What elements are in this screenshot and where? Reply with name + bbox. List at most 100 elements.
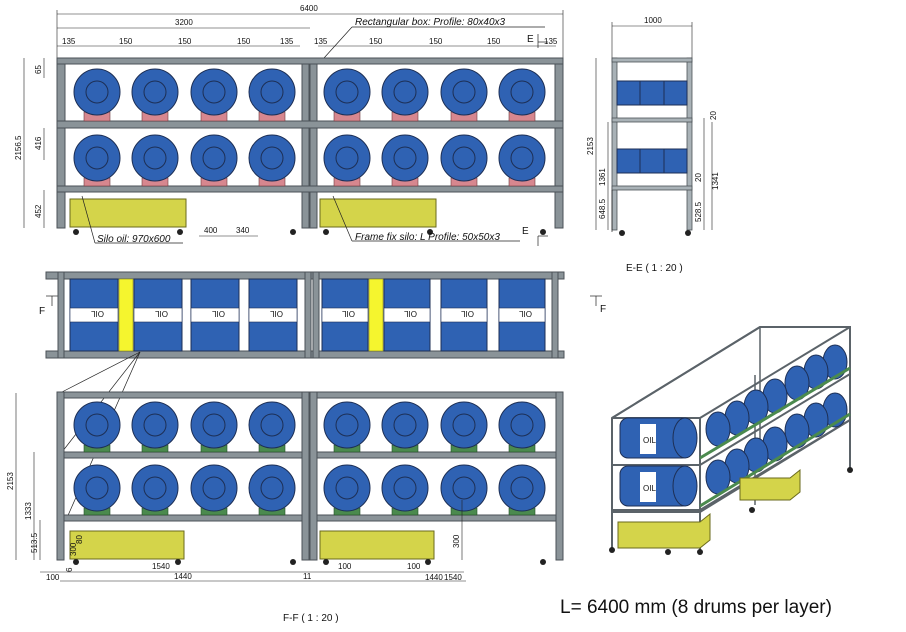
spacer xyxy=(118,278,134,352)
offset-dim: 135 xyxy=(280,37,294,46)
side-width-dim: 1000 xyxy=(644,16,662,25)
drum xyxy=(190,464,238,516)
drum xyxy=(131,401,179,453)
iso-drum-label: OIL xyxy=(643,484,656,493)
side-mid-dim: 1361 xyxy=(598,168,607,186)
plan-view: F F OIL OIL OIL OIL OIL OIL OIL OIL xyxy=(39,271,606,521)
bottom-dim: 1540 xyxy=(152,562,170,571)
drum: OIL xyxy=(498,278,546,352)
bottom-dim: 1540 xyxy=(444,573,462,582)
bottom-dim: 100 xyxy=(407,562,421,571)
drum xyxy=(381,464,429,516)
drum xyxy=(131,134,179,187)
front-tray-right xyxy=(319,530,435,560)
bottom-dim: 1440 xyxy=(425,573,443,582)
drum xyxy=(190,68,238,122)
drum: OIL xyxy=(440,278,488,352)
iso-drums-upper: OIL xyxy=(619,344,848,459)
drum-row-upper xyxy=(73,68,546,122)
drum xyxy=(323,401,371,453)
iso-drums-lower: OIL xyxy=(619,392,848,507)
base-gap-dim: 6 xyxy=(65,567,74,572)
drum xyxy=(248,401,296,453)
side-gap-dim: 20 xyxy=(709,111,718,120)
front-view-f-f: 2153 1333 513.5 xyxy=(6,391,564,624)
drum-label: OIL xyxy=(212,309,225,318)
bottom-dim: 100 xyxy=(338,562,352,571)
drum: OIL xyxy=(69,278,119,352)
drum xyxy=(440,134,488,187)
drum: OIL xyxy=(133,278,183,352)
shelf-gap-dim: 416 xyxy=(34,136,43,150)
side-mid-right-dim: 1341 xyxy=(711,172,720,190)
drum: OIL xyxy=(248,278,298,352)
drum xyxy=(73,401,121,453)
silo-oil-note: Silo oil: 970x600 xyxy=(97,234,171,245)
drum-label: OIL xyxy=(519,309,532,318)
drum xyxy=(498,464,546,516)
section-marker-e-bottom: E xyxy=(522,226,529,237)
overall-height-dim: 2156.5 xyxy=(14,135,23,160)
offset-dim: 150 xyxy=(429,37,443,46)
overall-length-dim: 6400 xyxy=(300,4,318,13)
iso-tray-left xyxy=(617,512,711,549)
bottom-dim: 1440 xyxy=(174,572,192,581)
drum xyxy=(73,134,121,187)
drum: OIL xyxy=(190,278,240,352)
bottom-dim: 100 xyxy=(46,573,60,582)
side-drum-upper xyxy=(616,80,688,106)
offset-dim: 150 xyxy=(237,37,251,46)
section-marker-f-left: F xyxy=(39,306,45,317)
drum xyxy=(131,68,179,122)
drum xyxy=(381,401,429,453)
drum xyxy=(381,134,429,187)
drum xyxy=(190,401,238,453)
front-view-title: F-F ( 1 : 20 ) xyxy=(283,613,339,624)
section-marker-e: E xyxy=(527,34,534,45)
front-tray-left xyxy=(69,530,185,560)
drum xyxy=(73,464,121,516)
bottom-dim: 11 xyxy=(303,572,312,581)
offset-dim: 150 xyxy=(119,37,133,46)
drum-label: OIL xyxy=(91,309,104,318)
drum xyxy=(498,134,546,187)
offset-dim: 150 xyxy=(487,37,501,46)
offset-dim: 135 xyxy=(62,37,76,46)
frame-fix-note: Frame fix silo: L Profile: 50x50x3 xyxy=(355,232,500,243)
front-overall-height-dim: 2153 xyxy=(6,472,15,490)
offset-dim: 135 xyxy=(314,37,328,46)
drum-label: OIL xyxy=(404,309,417,318)
drum xyxy=(248,68,296,122)
drum-row-lower xyxy=(73,134,546,187)
offset-dim: 150 xyxy=(178,37,192,46)
drum: OIL xyxy=(321,278,369,352)
drum-label: OIL xyxy=(461,309,474,318)
front-low-height-dim: 513.5 xyxy=(30,532,39,553)
iso-tray-right xyxy=(739,468,801,501)
drum-label: OIL xyxy=(270,309,283,318)
drum xyxy=(73,68,121,122)
side-gap-lower-dim: 20 xyxy=(694,173,703,182)
drum xyxy=(498,68,546,122)
front-mid-height-dim: 1333 xyxy=(24,502,33,520)
span-dim: 400 xyxy=(204,226,218,235)
elevation-view: 6400 3200 135 150 150 150 135 135 150 15… xyxy=(14,4,564,246)
side-drum-lower xyxy=(616,148,688,174)
offset-dim: 150 xyxy=(369,37,383,46)
bottom-height-dim: 452 xyxy=(34,204,43,218)
drum-label: OIL xyxy=(342,309,355,318)
top-gap-dim: 65 xyxy=(34,65,43,74)
isometric-view: OIL OIL xyxy=(609,326,853,555)
front-drum-row-upper xyxy=(73,401,546,453)
drum xyxy=(498,401,546,453)
drum xyxy=(323,68,371,122)
iso-drum-label: OIL xyxy=(643,436,656,445)
span-dim: 340 xyxy=(236,226,250,235)
side-view-title: E-E ( 1 : 20 ) xyxy=(626,263,683,274)
drum xyxy=(440,68,488,122)
caption: L= 6400 mm (8 drums per layer) xyxy=(560,597,832,618)
tray-height-right-dim: 300 xyxy=(452,534,461,548)
drum: OIL xyxy=(383,278,431,352)
tray-small-dim: 80 xyxy=(75,535,84,544)
drum xyxy=(440,464,488,516)
